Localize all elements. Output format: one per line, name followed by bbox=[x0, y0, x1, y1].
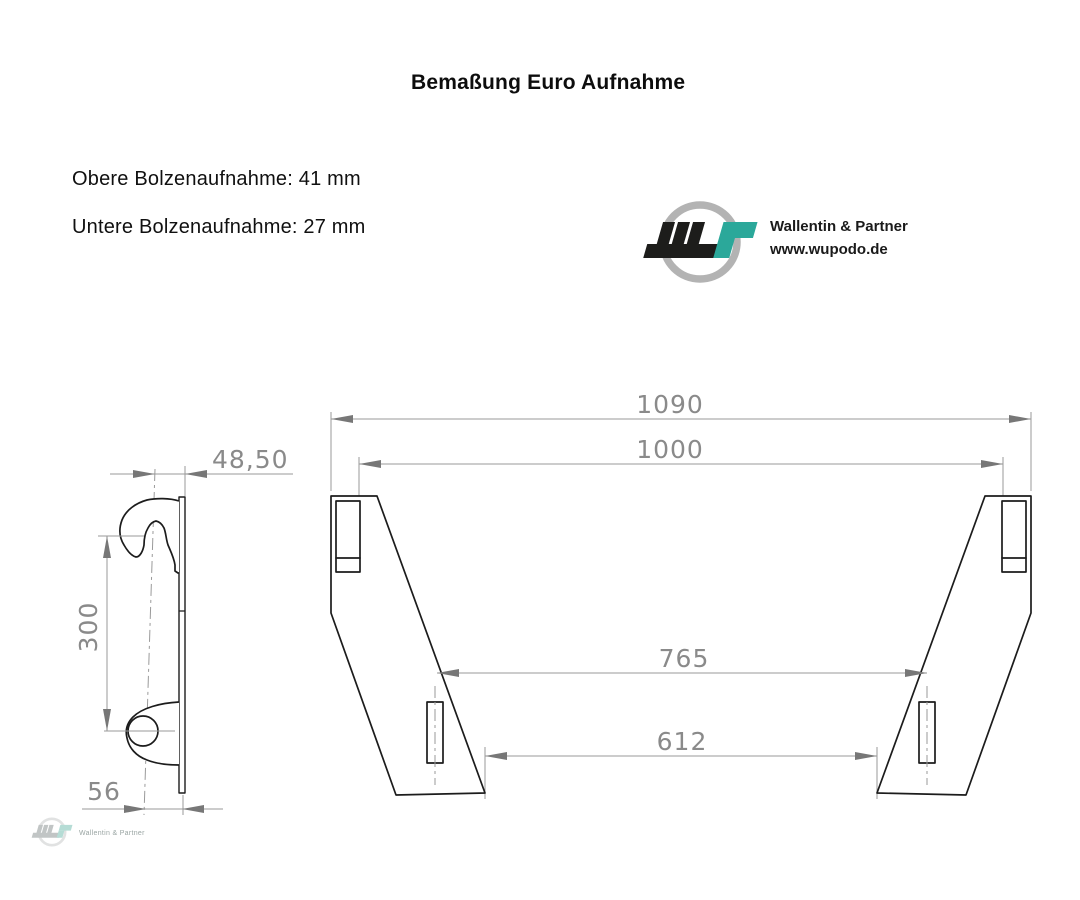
watermark-letters-icon bbox=[31, 824, 73, 838]
arrowhead-icon bbox=[1009, 415, 1031, 423]
brand-url: www.wupodo.de bbox=[770, 241, 888, 258]
dim-label-612: 612 bbox=[657, 727, 708, 756]
dimension-pin-offset: 56 bbox=[82, 777, 223, 815]
dim-label-1000: 1000 bbox=[636, 435, 704, 464]
dim-label-1090: 1090 bbox=[636, 390, 704, 419]
logo-letters-icon bbox=[643, 222, 758, 258]
arrowhead-icon bbox=[437, 669, 459, 677]
back-plate bbox=[178, 496, 186, 794]
left-top-slot bbox=[335, 500, 361, 573]
arrowhead-icon bbox=[981, 460, 1003, 468]
pin-lug bbox=[104, 701, 180, 766]
watermark-text: Wallentin & Partner bbox=[79, 830, 145, 837]
arrowhead-icon bbox=[124, 805, 146, 813]
front-view: 1090 1000 76 bbox=[330, 390, 1032, 799]
dimension-hook-to-pin: 300 bbox=[74, 535, 144, 731]
page-title: Bemaßung Euro Aufnahme bbox=[411, 71, 686, 94]
spec-lower-pin: Untere Bolzenaufnahme: 27 mm bbox=[72, 216, 366, 238]
right-plate bbox=[876, 495, 1032, 796]
dimension-frame-inner-width: 1000 bbox=[359, 435, 1003, 468]
arrowhead-icon bbox=[905, 669, 927, 677]
company-logo bbox=[643, 201, 758, 283]
arrowhead-icon bbox=[185, 470, 207, 478]
right-top-slot bbox=[1001, 500, 1027, 573]
logo-p-icon bbox=[713, 222, 758, 258]
arrowhead-icon bbox=[359, 460, 381, 468]
brand-name: Wallentin & Partner bbox=[770, 218, 908, 235]
dimension-hook-offset: 48,50 bbox=[110, 445, 293, 496]
arrowhead-icon bbox=[855, 752, 877, 760]
dimension-pin-center-distance: 765 bbox=[437, 644, 927, 677]
dim-label-56: 56 bbox=[87, 777, 121, 806]
spec-upper-pin: Obere Bolzenaufnahme: 41 mm bbox=[72, 168, 361, 190]
logo-w-icon bbox=[643, 222, 725, 258]
arrowhead-icon bbox=[331, 415, 353, 423]
arrowhead-icon bbox=[103, 709, 111, 731]
arrowhead-icon bbox=[485, 752, 507, 760]
hook-pin-centerline bbox=[143, 468, 156, 816]
dimension-overall-width: 1090 bbox=[331, 390, 1031, 423]
dim-label-300: 300 bbox=[74, 602, 103, 653]
arrowhead-icon bbox=[182, 805, 204, 813]
left-plate bbox=[330, 495, 486, 796]
euro-hook-profile bbox=[119, 497, 180, 574]
arrowhead-icon bbox=[103, 536, 111, 558]
dimension-bottom-inner-width: 612 bbox=[485, 727, 877, 760]
dim-label-765: 765 bbox=[659, 644, 710, 673]
side-view: 48,50 300 56 bbox=[74, 445, 293, 816]
arrowhead-icon bbox=[133, 470, 155, 478]
watermark-logo bbox=[31, 817, 73, 847]
dim-label-48-50: 48,50 bbox=[212, 445, 289, 474]
